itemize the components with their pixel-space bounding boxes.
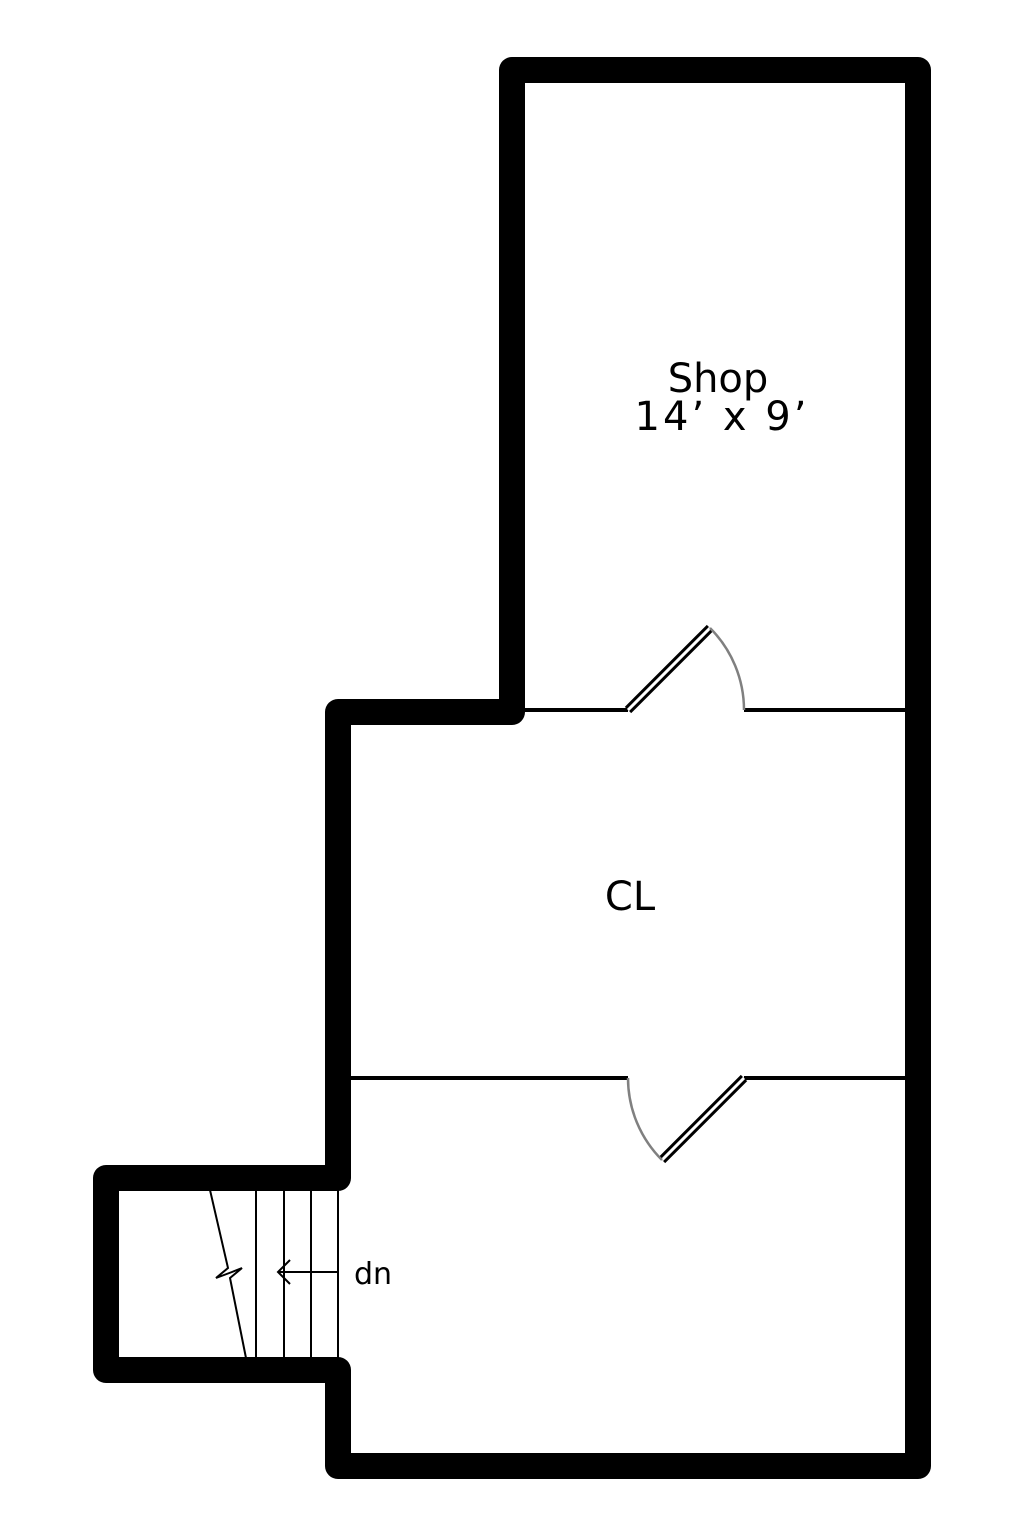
door-swing-arc (626, 1077, 663, 1161)
room-dimensions-shop: 14’ x 9’ (635, 394, 810, 440)
staircase (209, 1189, 339, 1359)
door-closet (626, 1074, 748, 1164)
exterior-wall (93, 57, 931, 1479)
door-swing-arc (709, 627, 746, 711)
stair-direction-arrowhead (276, 1259, 291, 1285)
stair-break-line (209, 1189, 247, 1359)
door-shop (624, 624, 746, 714)
room-label-closet: CL (605, 874, 656, 920)
stair-direction-label: dn (354, 1257, 392, 1292)
room-label-shop: Shop (668, 356, 769, 402)
